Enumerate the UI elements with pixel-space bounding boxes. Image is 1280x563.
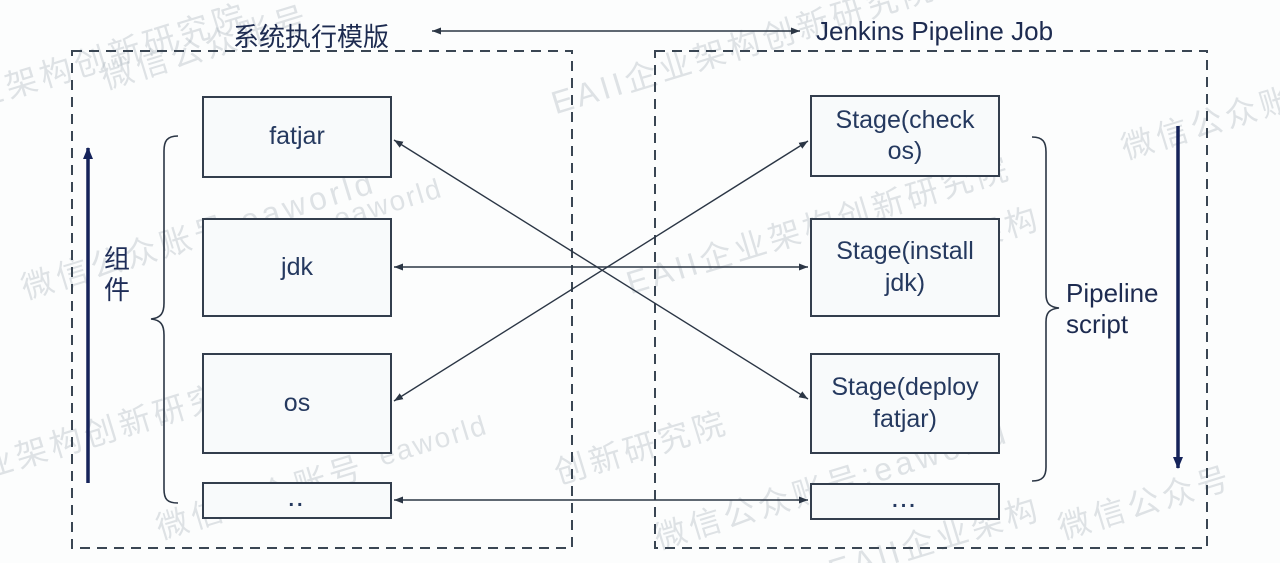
box-label: Stage(check xyxy=(835,105,975,134)
box-label: os xyxy=(283,388,311,417)
stage-deploy-fatjar-box: Stage(deploy fatjar) xyxy=(810,353,1000,454)
left-group-brace xyxy=(150,135,179,504)
pipeline-script-line1: Pipeline xyxy=(1066,278,1159,308)
box-label: Stage(deploy xyxy=(831,373,979,402)
stage-install-jdk-box: Stage(install jdk) xyxy=(810,218,1000,317)
right-group-brace xyxy=(1031,136,1060,482)
box-label: .. xyxy=(288,489,306,511)
box-label: jdk) xyxy=(884,268,926,297)
right-title: Jenkins Pipeline Job xyxy=(816,16,1054,46)
arrow-os-check xyxy=(393,140,809,402)
arrow-fatjar-deploy xyxy=(393,139,809,400)
box-label: Stage(install xyxy=(836,237,974,266)
pipeline-script-line2: script xyxy=(1066,308,1129,339)
box-label: os) xyxy=(887,137,923,165)
pipeline-script-label: Pipeline script xyxy=(1066,278,1159,339)
left-title: 系统执行模版 xyxy=(233,22,390,52)
jdk-box: jdk xyxy=(202,218,392,317)
components-label: 组件 xyxy=(103,244,130,305)
box-label: jdk xyxy=(281,252,313,281)
left-ellipsis-box: .. xyxy=(202,482,392,519)
right-ellipsis-box: ... xyxy=(810,483,1000,520)
fatjar-box: fatjar xyxy=(202,96,392,178)
os-box: os xyxy=(202,353,392,454)
right-dashed-container xyxy=(654,50,1208,549)
box-label: fatjar) xyxy=(873,404,937,433)
box-label: fatjar xyxy=(269,122,325,151)
stage-check-os-box: Stage(check os) xyxy=(810,95,1000,177)
box-label: ... xyxy=(892,490,918,512)
